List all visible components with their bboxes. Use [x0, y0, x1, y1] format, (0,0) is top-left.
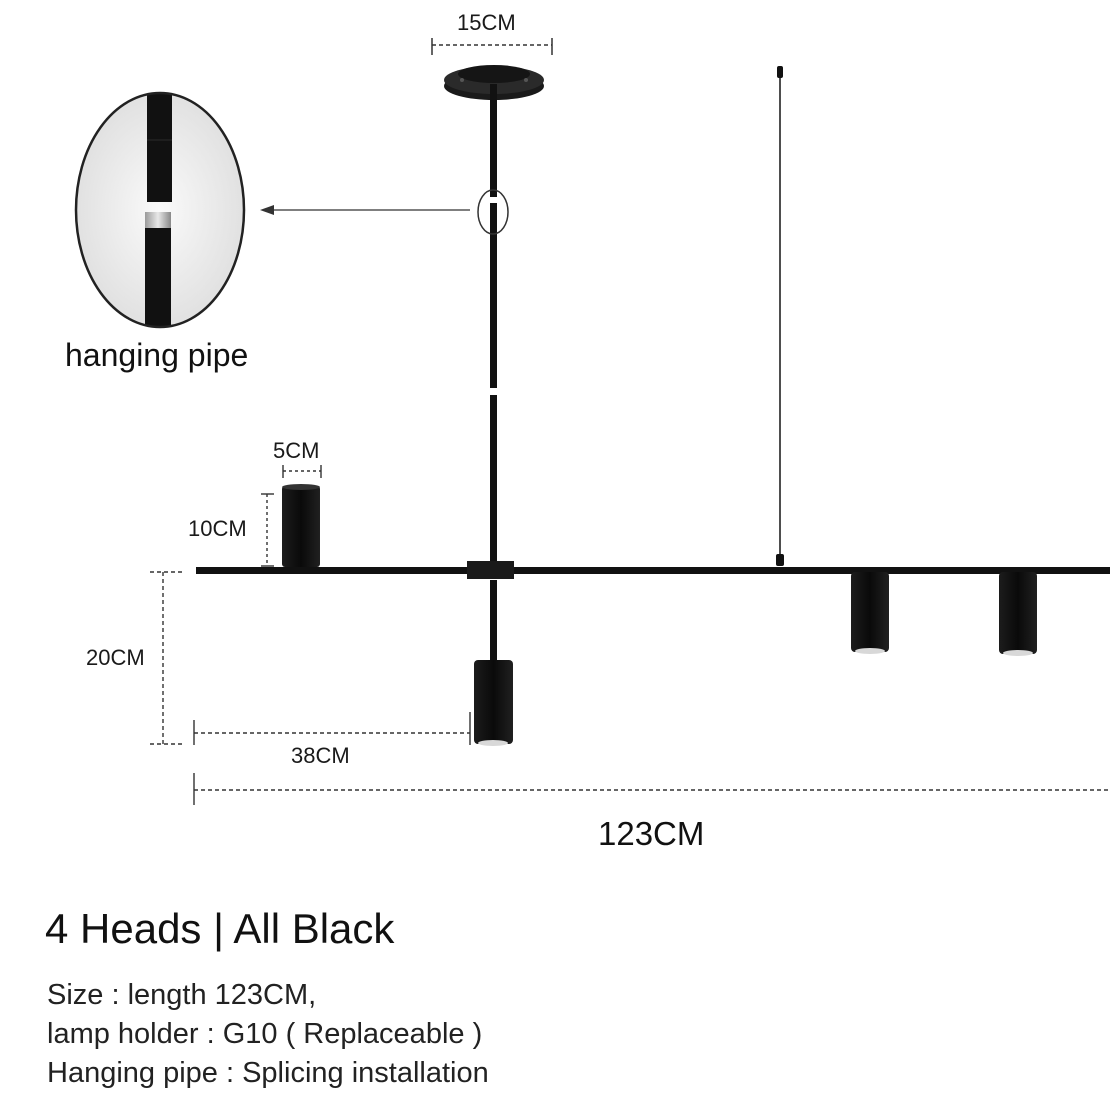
lamp-head-right-1 — [851, 572, 889, 654]
hanging-pipe — [490, 84, 497, 660]
head-diameter-dimension — [282, 465, 322, 478]
total-length-label: 123CM — [598, 815, 705, 852]
lamp-head-center — [474, 660, 513, 746]
spec-line: lamp holder : G10 ( Replaceable ) — [47, 1018, 483, 1050]
lamp-head-up — [282, 484, 320, 567]
horizontal-bar — [196, 561, 1110, 579]
drop-dimension — [150, 571, 185, 745]
product-title: 4 Heads | All Black — [45, 905, 395, 952]
product-specs: Size : length 123CM, lamp holder : G10 (… — [47, 976, 489, 1093]
head-height-dimension — [261, 493, 274, 567]
offset-dimension — [193, 712, 471, 745]
head-height-label: 10CM — [188, 516, 247, 541]
drop-label: 20CM — [86, 645, 145, 670]
suspension-wire — [776, 66, 784, 566]
pipe-detail-view — [74, 91, 246, 329]
canopy-width-label: 15CM — [457, 10, 516, 35]
detail-arrow — [260, 205, 470, 215]
lamp-head-right-2 — [999, 572, 1037, 656]
detail-caption: hanging pipe — [65, 337, 249, 373]
total-length-dimension — [193, 773, 1110, 805]
offset-label: 38CM — [291, 743, 350, 768]
spec-line: Size : length 123CM, — [47, 979, 317, 1011]
spec-line: Hanging pipe : Splicing installation — [47, 1057, 489, 1089]
canopy-width-dimension — [431, 38, 553, 55]
pipe-joint-marker — [477, 189, 509, 235]
head-diameter-label: 5CM — [273, 438, 320, 463]
